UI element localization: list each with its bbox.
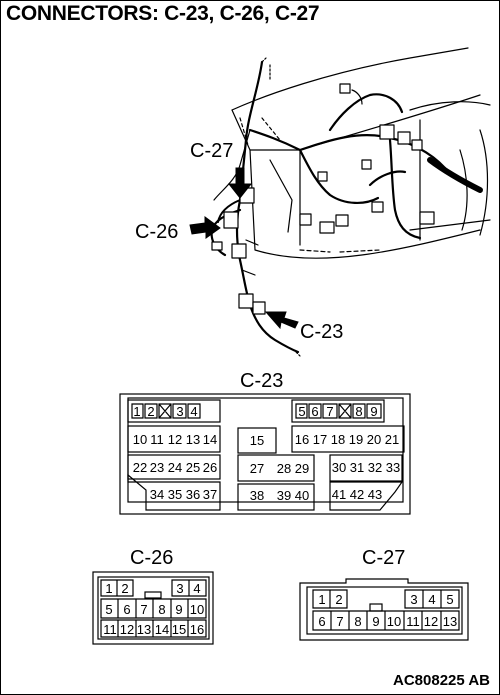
pin-number: 42 <box>350 487 364 502</box>
pin-number: 40 <box>295 488 309 503</box>
c23-connector-face <box>119 393 411 515</box>
pin-number: 36 <box>186 487 200 502</box>
pin-number: 15 <box>250 433 264 448</box>
pin-number: 37 <box>203 487 217 502</box>
pin-number: 31 <box>350 460 364 475</box>
pin-number: 19 <box>349 432 363 447</box>
pin-number: 13 <box>443 614 457 629</box>
pin-number: 13 <box>137 622 151 637</box>
pin-number: 32 <box>368 460 382 475</box>
callout-c27-label: C-27 <box>190 140 233 162</box>
vehicle-harness-illustration <box>210 47 491 357</box>
pin-number: 1 <box>318 592 325 607</box>
pin-number: 5 <box>105 602 112 617</box>
pin-number: 9 <box>175 602 182 617</box>
pin-number: 23 <box>150 460 164 475</box>
pin-number: 21 <box>385 432 399 447</box>
pin-number: 4 <box>428 592 435 607</box>
pin-number: 14 <box>155 622 169 637</box>
pin-number: 39 <box>277 488 291 503</box>
pin-number: 43 <box>368 487 382 502</box>
c27-connector-face <box>299 578 469 641</box>
page-title: CONNECTORS: C-23, C-26, C-27 <box>6 2 320 25</box>
pin-number: 34 <box>150 487 164 502</box>
pin-number: 4 <box>193 581 200 596</box>
pin-number: 8 <box>158 602 165 617</box>
pin-number: 35 <box>168 487 182 502</box>
pin-number: 25 <box>186 460 200 475</box>
pin-number: 9 <box>372 614 379 629</box>
pin-number: 3 <box>176 581 183 596</box>
pin-number: 10 <box>387 614 401 629</box>
callout-labels: C-27 C-26 C-23 <box>135 140 343 343</box>
pin-number: 30 <box>332 460 346 475</box>
c26-connector-face <box>92 571 214 645</box>
pin-number: 1 <box>105 581 112 596</box>
c26-title: C-26 <box>130 547 173 569</box>
pin-number: 16 <box>190 622 204 637</box>
pin-number: 18 <box>331 432 345 447</box>
pin-number: 28 <box>277 461 291 476</box>
callout-arrows <box>189 167 299 330</box>
c26-pin-labels: 1 2 3 4 5 6 7 8 9 10 11 12 13 14 15 16 <box>103 581 204 637</box>
pin-number: 8 <box>354 614 361 629</box>
pin-number: 5 <box>298 404 305 419</box>
callout-c23-label: C-23 <box>300 321 343 343</box>
pin-number: 29 <box>295 461 309 476</box>
pin-number: 41 <box>332 487 346 502</box>
pin-number: 14 <box>203 432 217 447</box>
pin-number: 2 <box>335 592 342 607</box>
pin-number: 15 <box>172 622 186 637</box>
pin-number: 5 <box>446 592 453 607</box>
pin-number: 11 <box>103 622 117 637</box>
c23-title: C-23 <box>240 370 283 392</box>
pin-number: 3 <box>410 592 417 607</box>
pin-number: 17 <box>313 432 327 447</box>
c27-title: C-27 <box>362 547 405 569</box>
pin-number: 16 <box>295 432 309 447</box>
pin-number: 1 <box>133 404 140 419</box>
pin-number: 12 <box>120 622 134 637</box>
pin-number: 8 <box>355 404 362 419</box>
pin-number: 7 <box>336 614 343 629</box>
c23-pin-labels: 1 2 3 4 5 6 7 8 9 10 11 12 13 14 15 16 1… <box>133 404 400 503</box>
pin-number: 7 <box>140 602 147 617</box>
c27-pin-labels: 1 2 3 4 5 6 7 8 9 10 11 12 13 <box>318 592 457 629</box>
pin-number: 11 <box>150 432 164 447</box>
pin-number: 2 <box>147 404 154 419</box>
pin-number: 22 <box>133 460 147 475</box>
pin-number: 7 <box>326 404 333 419</box>
pin-number: 2 <box>121 581 128 596</box>
pin-number: 9 <box>370 404 377 419</box>
pin-number: 11 <box>406 614 420 629</box>
pin-number: 12 <box>168 432 182 447</box>
pin-number: 10 <box>133 432 147 447</box>
pin-number: 38 <box>250 488 264 503</box>
pin-number: 24 <box>168 460 182 475</box>
pin-number: 20 <box>367 432 381 447</box>
pin-number: 6 <box>318 614 325 629</box>
pin-number: 27 <box>250 461 264 476</box>
pin-number: 4 <box>190 404 197 419</box>
pin-number: 12 <box>424 614 438 629</box>
callout-c26-label: C-26 <box>135 221 178 243</box>
pin-number: 6 <box>311 404 318 419</box>
pin-number: 3 <box>176 404 183 419</box>
pin-number: 26 <box>203 460 217 475</box>
pin-number: 33 <box>386 460 400 475</box>
pin-number: 6 <box>123 602 130 617</box>
pin-number: 10 <box>190 602 204 617</box>
figure-code: AC808225 AB <box>393 672 490 689</box>
pin-number: 13 <box>186 432 200 447</box>
